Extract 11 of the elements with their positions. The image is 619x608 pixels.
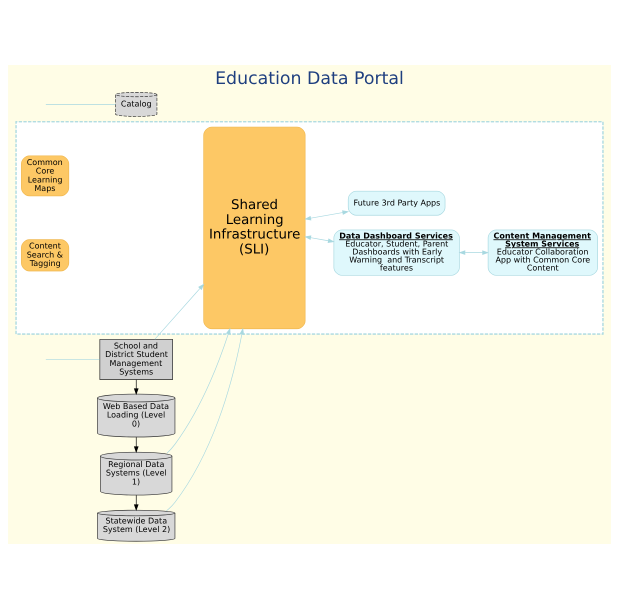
diagram-title: Education Data Portal: [215, 68, 404, 89]
connector: [45, 358, 100, 360]
arrow: [304, 234, 335, 243]
arrow: [154, 283, 204, 340]
arrow: [134, 494, 139, 511]
arrow: [134, 436, 139, 453]
arrow: [166, 327, 244, 511]
arrow: [304, 210, 350, 220]
arrow: [166, 327, 230, 454]
arrow: [458, 250, 489, 254]
node-box: Shared Learning Infrastructure (SLI): [203, 126, 306, 329]
